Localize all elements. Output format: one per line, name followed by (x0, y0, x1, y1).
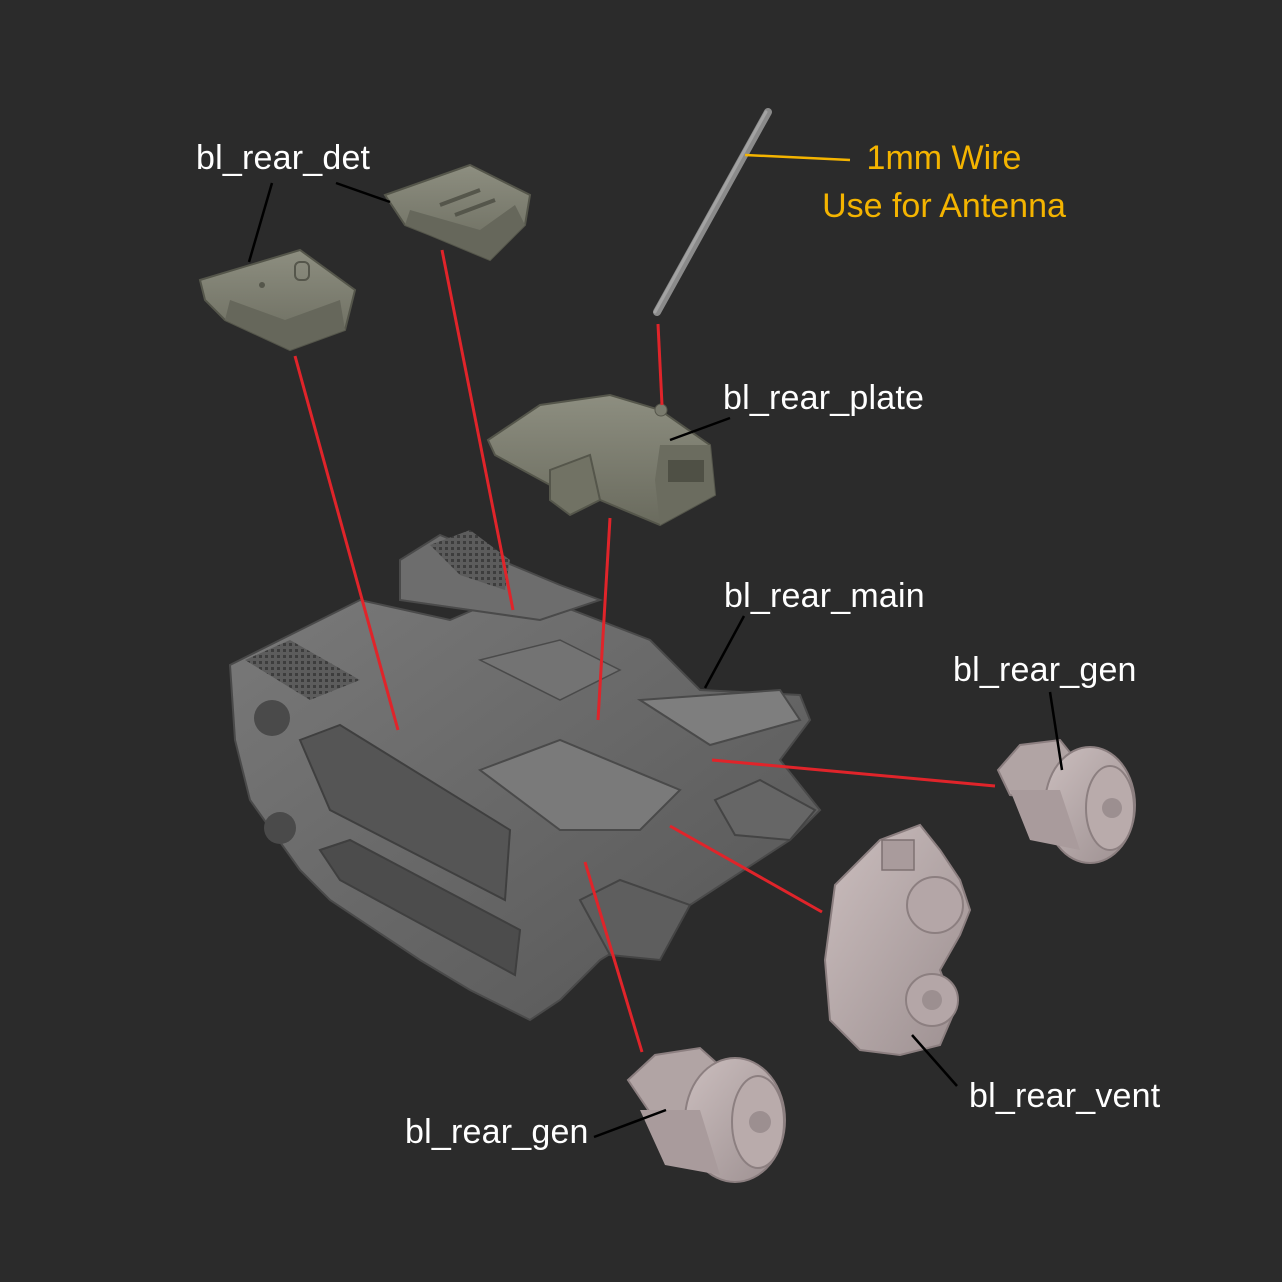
leader-det-top (336, 183, 390, 202)
part-rear-vent (825, 825, 970, 1055)
assembly-line-wire (658, 324, 662, 405)
label-rear-main: bl_rear_main (724, 576, 925, 616)
label-rear-plate: bl_rear_plate (723, 378, 924, 418)
label-rear-vent: bl_rear_vent (969, 1076, 1160, 1116)
part-rear-det-left (200, 250, 355, 350)
leader-det-left (249, 183, 272, 262)
wire-note-line1: 1mm Wire (808, 134, 1080, 182)
part-rear-det-top (385, 165, 530, 260)
label-rear-gen-right: bl_rear_gen (953, 650, 1137, 690)
wire-note-line2: Use for Antenna (808, 182, 1080, 230)
leader-main (705, 616, 744, 688)
part-rear-gen-right (998, 740, 1135, 863)
part-rear-plate (488, 395, 715, 525)
label-rear-gen-bottom: bl_rear_gen (405, 1112, 589, 1152)
wire-note: 1mm Wire Use for Antenna (808, 134, 1080, 230)
part-antenna-wire (655, 112, 768, 312)
label-rear-det-left: bl_rear_det (196, 138, 370, 178)
